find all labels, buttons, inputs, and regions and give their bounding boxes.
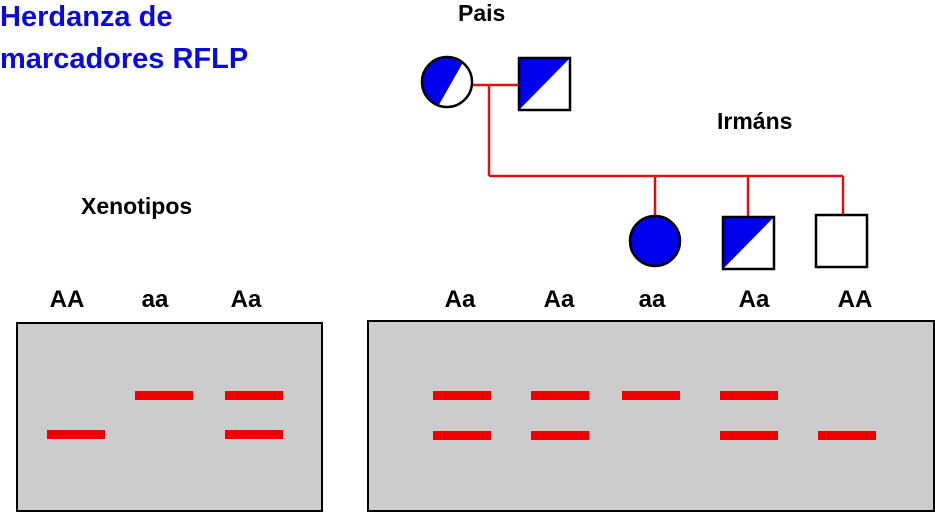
father-symbol: [517, 56, 572, 112]
parents-label: Pais: [458, 0, 506, 26]
ref-lane-3-band-upper: [225, 391, 283, 400]
sibling-3-symbol: [814, 213, 869, 269]
family-lane-2-band-lower: [531, 431, 589, 440]
family-lane-2-genotype: Aa: [543, 286, 575, 313]
family-lane-4-genotype: Aa: [738, 286, 770, 313]
family-lane-2-band-upper: [531, 391, 589, 400]
title-line-1: Herdanza de: [0, 1, 173, 33]
family-lane-5-band-lower: [818, 431, 876, 440]
family-gel: [367, 320, 935, 512]
family-lane-1-genotype: Aa: [444, 286, 476, 313]
pedigree-lines: [472, 83, 845, 216]
ref-lane-3-genotype: Aa: [230, 286, 262, 313]
family-lane-4-band-lower: [720, 431, 778, 440]
ref-lane-2-band-upper: [135, 391, 193, 400]
ref-lane-3-band-lower: [225, 430, 283, 439]
ref-lane-2-genotype: aa: [141, 286, 169, 313]
sibling-1-symbol: [628, 214, 682, 268]
siblings-label: Irmáns: [717, 108, 793, 134]
ref-lane-1-band-lower: [47, 430, 105, 439]
family-lane-5-genotype: AA: [837, 286, 873, 313]
family-lane-1-band-lower: [433, 431, 491, 440]
family-lane-1-band-upper: [433, 391, 491, 400]
ref-lane-1-genotype: AA: [49, 286, 85, 313]
reference-gel: [16, 322, 323, 512]
genotypes-label: Xenotipos: [81, 193, 193, 219]
title-line-2: marcadores RFLP: [0, 43, 249, 75]
family-lane-4-band-upper: [720, 391, 778, 400]
mother-symbol: [420, 55, 474, 109]
family-lane-3-band-upper: [622, 391, 680, 400]
sibling-2-symbol: [721, 215, 776, 271]
diagram-title: Herdanza de marcadores RFLP: [0, 0, 248, 80]
family-lane-3-genotype: aa: [638, 286, 666, 313]
